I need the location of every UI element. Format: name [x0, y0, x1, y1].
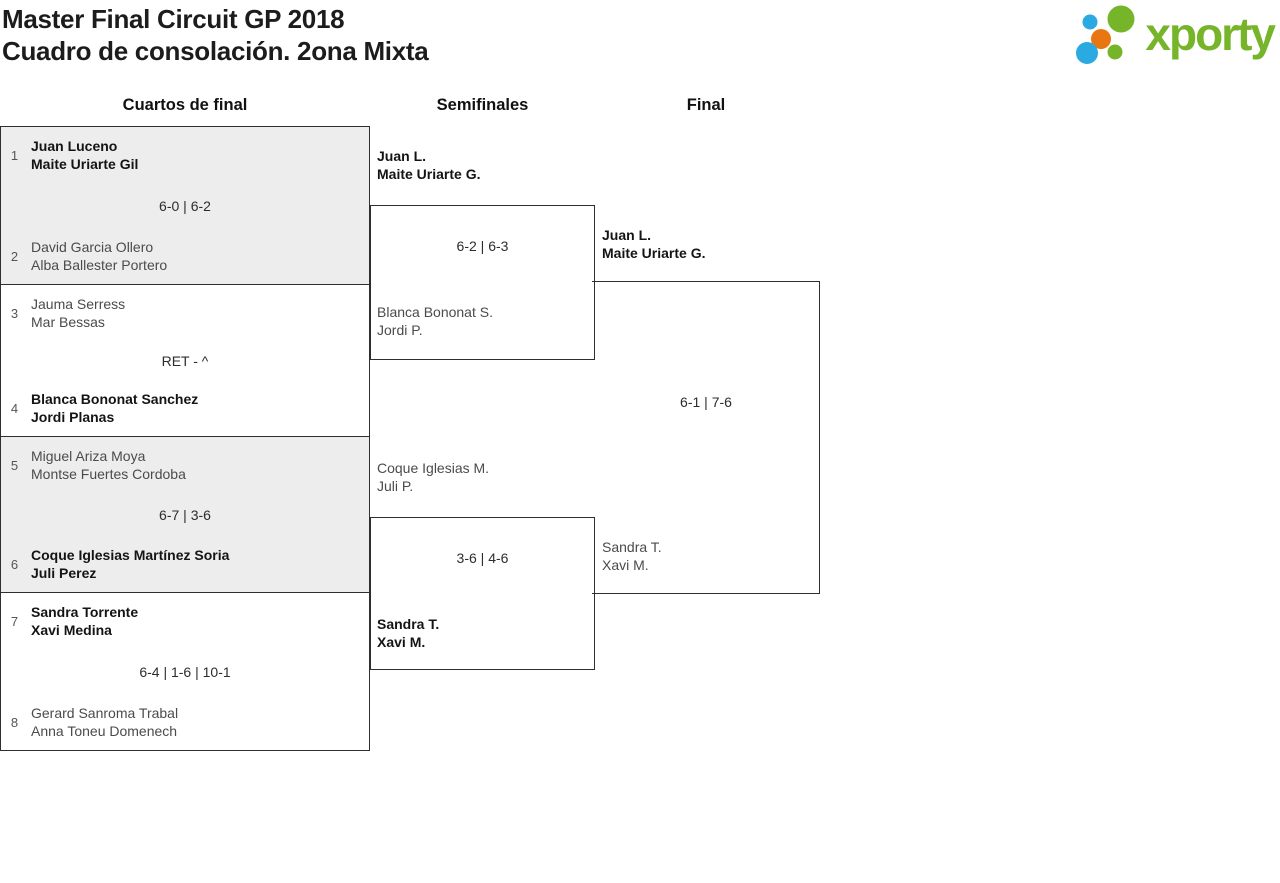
team-names: Jauma Serress Mar Bessas — [31, 295, 125, 331]
seed-number: 6 — [10, 556, 19, 572]
player-name: Sandra T. — [602, 539, 662, 555]
semifinal-2-score: 3-6 | 4-6 — [456, 550, 509, 566]
team-slot-seed8: 8 Gerard Sanroma Trabal Anna Toneu Domen… — [7, 704, 359, 740]
team-names: Gerard Sanroma Trabal Anna Toneu Domenec… — [31, 704, 178, 740]
seed-number: 2 — [10, 248, 19, 264]
player-name: Xavi M. — [377, 634, 426, 650]
round-header-quarterfinals: Cuartos de final — [122, 96, 248, 114]
match-score: 6-4 | 1-6 | 10-1 — [139, 663, 231, 680]
player-name: Gerard Sanroma Trabal — [31, 705, 179, 721]
team-slot-seed7: 7 Sandra Torrente Xavi Medina — [7, 603, 359, 639]
semifinal-2-top-team: Coque Iglesias M. Juli P. — [377, 459, 489, 495]
bracket-subtitle: Cuadro de consolación. 2ona Mixta — [2, 36, 429, 66]
semifinal-1-bottom-team: Blanca Bononat S. Jordi P. — [377, 303, 493, 339]
final-box — [592, 281, 820, 594]
player-name: Jordi P. — [377, 322, 423, 338]
match-score: 6-0 | 6-2 — [159, 197, 211, 214]
player-name: Maite Uriarte G. — [377, 166, 481, 182]
quarterfinal-match-4: 7 Sandra Torrente Xavi Medina 6-4 | 1-6 … — [0, 592, 370, 751]
seed-number: 4 — [10, 400, 19, 416]
final-score: 6-1 | 7-6 — [680, 394, 732, 410]
player-name: Xavi M. — [602, 557, 649, 573]
team-names: Coque Iglesias Martínez Soria Juli Perez — [31, 546, 229, 582]
semifinal-1-top-team: Juan L. Maite Uriarte G. — [377, 147, 480, 183]
player-name: Alba Ballester Portero — [31, 257, 168, 273]
round-header-final: Final — [686, 96, 726, 114]
tournament-name: Master Final Circuit GP 2018 — [2, 4, 345, 34]
player-name: Xavi Medina — [31, 622, 112, 638]
final-bottom-team: Sandra T. Xavi M. — [602, 538, 662, 574]
player-name: Blanca Bononat S. — [377, 304, 493, 320]
player-name: Blanca Bononat Sanchez — [31, 391, 199, 407]
team-slot-seed4: 4 Blanca Bononat Sanchez Jordi Planas — [7, 390, 359, 426]
seed-number: 3 — [10, 305, 19, 321]
player-name: Jordi Planas — [31, 409, 115, 425]
seed-number: 1 — [10, 147, 19, 163]
player-name: Sandra T. — [377, 616, 440, 632]
round-header-semifinals: Semifinales — [436, 96, 529, 114]
team-names: Juan Luceno Maite Uriarte Gil — [31, 137, 138, 173]
team-names: Sandra Torrente Xavi Medina — [31, 603, 138, 639]
semifinal-1-box — [370, 205, 595, 360]
player-name: Maite Uriarte G. — [602, 245, 706, 261]
team-names: David Garcia Ollero Alba Ballester Porte… — [31, 238, 167, 274]
player-name: David Garcia Ollero — [31, 239, 154, 255]
team-names: Blanca Bononat Sanchez Jordi Planas — [31, 390, 198, 426]
player-name: Jauma Serress — [31, 296, 126, 312]
match-score: RET - ^ — [161, 352, 209, 369]
seed-number: 8 — [10, 714, 19, 730]
seed-number: 5 — [10, 457, 19, 473]
player-name: Miguel Ariza Moya — [31, 448, 146, 464]
player-name: Maite Uriarte Gil — [31, 156, 139, 172]
player-name: Juan Luceno — [31, 138, 118, 154]
team-slot-seed2: 2 David Garcia Ollero Alba Ballester Por… — [7, 238, 359, 274]
player-name: Juan L. — [377, 148, 427, 164]
team-names: Miguel Ariza Moya Montse Fuertes Cordoba — [31, 447, 186, 483]
player-name: Juli P. — [377, 478, 414, 494]
player-name: Montse Fuertes Cordoba — [31, 466, 186, 482]
player-name: Juan L. — [602, 227, 652, 243]
semifinal-1-score: 6-2 | 6-3 — [456, 238, 509, 254]
quarterfinal-match-1: 1 Juan Luceno Maite Uriarte Gil 6-0 | 6-… — [0, 126, 370, 285]
xporty-dots-icon — [1076, 5, 1135, 64]
team-slot-seed6: 6 Coque Iglesias Martínez Soria Juli Per… — [7, 546, 359, 582]
player-name: Juli Perez — [31, 565, 97, 581]
xporty-logo[interactable]: xporty — [1068, 3, 1276, 65]
team-slot-seed1: 1 Juan Luceno Maite Uriarte Gil — [7, 137, 359, 173]
quarterfinal-match-3: 5 Miguel Ariza Moya Montse Fuertes Cordo… — [0, 436, 370, 593]
semifinal-2-bottom-team: Sandra T. Xavi M. — [377, 615, 439, 651]
page-title: Master Final Circuit GP 2018 Cuadro de c… — [2, 3, 429, 67]
player-name: Coque Iglesias Martínez Soria — [31, 547, 230, 563]
player-name: Sandra Torrente — [31, 604, 139, 620]
quarterfinal-match-2: 3 Jauma Serress Mar Bessas RET - ^ 4 Bla… — [0, 284, 370, 437]
seed-number: 7 — [10, 613, 19, 629]
team-slot-seed5: 5 Miguel Ariza Moya Montse Fuertes Cordo… — [7, 447, 359, 483]
player-name: Anna Toneu Domenech — [31, 723, 178, 739]
final-top-team: Juan L. Maite Uriarte G. — [602, 226, 705, 262]
player-name: Mar Bessas — [31, 314, 105, 330]
team-slot-seed3: 3 Jauma Serress Mar Bessas — [7, 295, 359, 331]
player-name: Coque Iglesias M. — [377, 460, 490, 476]
xporty-logo-text: xporty — [1145, 8, 1276, 60]
match-score: 6-7 | 3-6 — [159, 506, 211, 523]
